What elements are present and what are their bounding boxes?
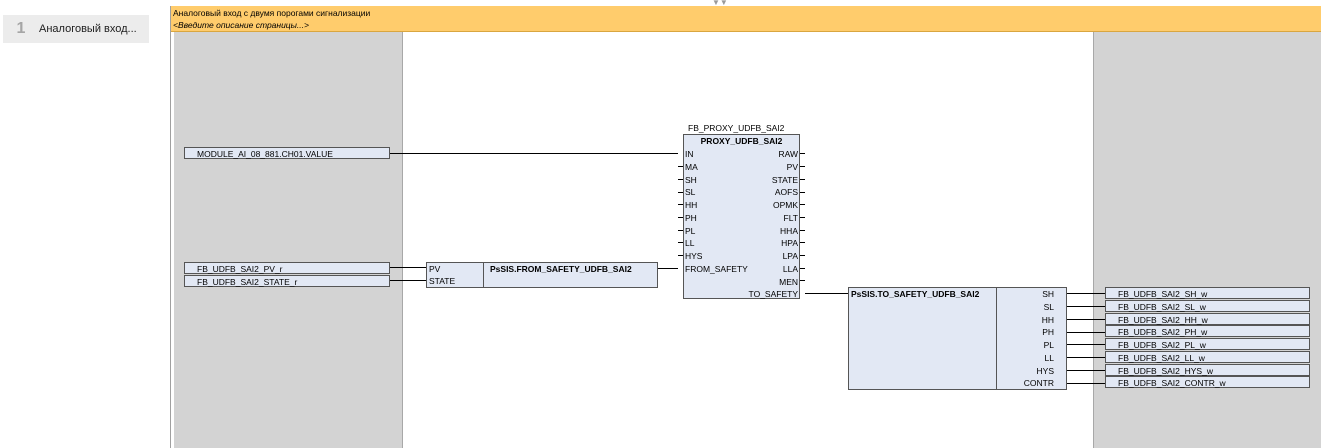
- page-tab-1[interactable]: 1 Аналоговый вход...: [3, 15, 149, 43]
- proxy-output-pin[interactable]: LLA: [783, 263, 798, 275]
- page-number: 1: [3, 20, 39, 38]
- proxy-block[interactable]: PROXY_UDFB_SAI2 INMASHSLHHPHPLLLHYSFROM_…: [683, 134, 800, 299]
- to-safety-block[interactable]: PsSIS.TO_SAFETY_UDFB_SAI2 SHSLHHPHPLLLHY…: [848, 287, 1067, 390]
- to-output-pin[interactable]: HYS: [1037, 365, 1054, 377]
- to-output-pin[interactable]: CONTR: [1024, 377, 1054, 389]
- proxy-input-pin[interactable]: FROM_SAFETY: [685, 263, 748, 275]
- from-pin-pv[interactable]: PV: [429, 263, 440, 275]
- to-output-pin[interactable]: LL: [1045, 352, 1054, 364]
- page-label: Аналоговый вход...: [39, 23, 137, 35]
- output-variable[interactable]: FB_UDFB_SAI2_PL_w: [1105, 338, 1310, 350]
- proxy-output-pin[interactable]: HPA: [781, 237, 798, 249]
- input-variables-zone: [174, 32, 403, 448]
- proxy-input-pin[interactable]: SH: [685, 174, 697, 186]
- proxy-output-pin[interactable]: LPA: [783, 250, 798, 262]
- page-list-panel: 1 Аналоговый вход...: [0, 6, 171, 448]
- proxy-output-pin[interactable]: PV: [787, 161, 798, 173]
- proxy-output-pin[interactable]: AOFS: [775, 186, 798, 198]
- proxy-input-pin[interactable]: PL: [685, 225, 695, 237]
- to-output-pin[interactable]: HH: [1042, 314, 1054, 326]
- proxy-input-pin[interactable]: HH: [685, 199, 697, 211]
- proxy-output-pin[interactable]: FLT: [784, 212, 798, 224]
- proxy-input-pin[interactable]: MA: [685, 161, 698, 173]
- page-header: Аналоговый вход с двумя порогами сигнали…: [171, 6, 1321, 32]
- page-description-field[interactable]: <Введите описание страницы...>: [173, 20, 309, 30]
- from-block-type: PsSIS.FROM_SAFETY_UDFB_SAI2: [490, 264, 632, 274]
- to-output-pin[interactable]: PH: [1042, 326, 1054, 338]
- output-variable[interactable]: FB_UDFB_SAI2_SH_w: [1105, 287, 1310, 299]
- proxy-input-pin[interactable]: SL: [685, 186, 695, 198]
- output-variable[interactable]: FB_UDFB_SAI2_HYS_w: [1105, 364, 1310, 376]
- input-variable-pv[interactable]: FB_UDFB_SAI2_PV_r: [184, 262, 390, 274]
- output-variable[interactable]: FB_UDFB_SAI2_CONTR_w: [1105, 376, 1310, 388]
- proxy-output-pin[interactable]: STATE: [772, 174, 798, 186]
- from-safety-block[interactable]: PV STATE PsSIS.FROM_SAFETY_UDFB_SAI2: [426, 262, 658, 288]
- to-output-pin[interactable]: PL: [1044, 339, 1054, 351]
- to-block-type: PsSIS.TO_SAFETY_UDFB_SAI2: [851, 289, 979, 299]
- to-output-pin[interactable]: SH: [1042, 288, 1054, 300]
- from-pin-state[interactable]: STATE: [429, 275, 455, 287]
- input-variable-module[interactable]: MODULE_AI_08_881.CH01.VALUE: [184, 147, 390, 159]
- proxy-input-pin[interactable]: IN: [685, 148, 694, 160]
- output-variable[interactable]: FB_UDFB_SAI2_SL_w: [1105, 300, 1310, 312]
- output-variable[interactable]: FB_UDFB_SAI2_LL_w: [1105, 351, 1310, 363]
- page-title: Аналоговый вход с двумя порогами сигнали…: [173, 8, 370, 18]
- proxy-input-pin[interactable]: HYS: [685, 250, 702, 262]
- proxy-output-pin[interactable]: OPMK: [773, 199, 798, 211]
- proxy-output-pin[interactable]: RAW: [778, 148, 798, 160]
- proxy-block-type: PROXY_UDFB_SAI2: [684, 136, 799, 146]
- proxy-input-pin[interactable]: PH: [685, 212, 697, 224]
- input-variable-state[interactable]: FB_UDFB_SAI2_STATE_r: [184, 275, 390, 287]
- to-output-pin[interactable]: SL: [1044, 301, 1054, 313]
- to-block-divider: [996, 288, 997, 389]
- proxy-input-pin[interactable]: LL: [685, 237, 694, 249]
- splitter-handle-icon[interactable]: ▼▼: [712, 0, 730, 5]
- proxy-output-pin[interactable]: MEN: [779, 276, 798, 288]
- output-variable[interactable]: FB_UDFB_SAI2_PH_w: [1105, 325, 1310, 337]
- proxy-output-pin[interactable]: TO_SAFETY: [749, 288, 798, 300]
- proxy-instance-name[interactable]: FB_PROXY_UDFB_SAI2: [688, 123, 784, 133]
- proxy-output-pin[interactable]: HHA: [780, 225, 798, 237]
- from-block-divider: [483, 263, 484, 287]
- output-variable[interactable]: FB_UDFB_SAI2_HH_w: [1105, 313, 1310, 325]
